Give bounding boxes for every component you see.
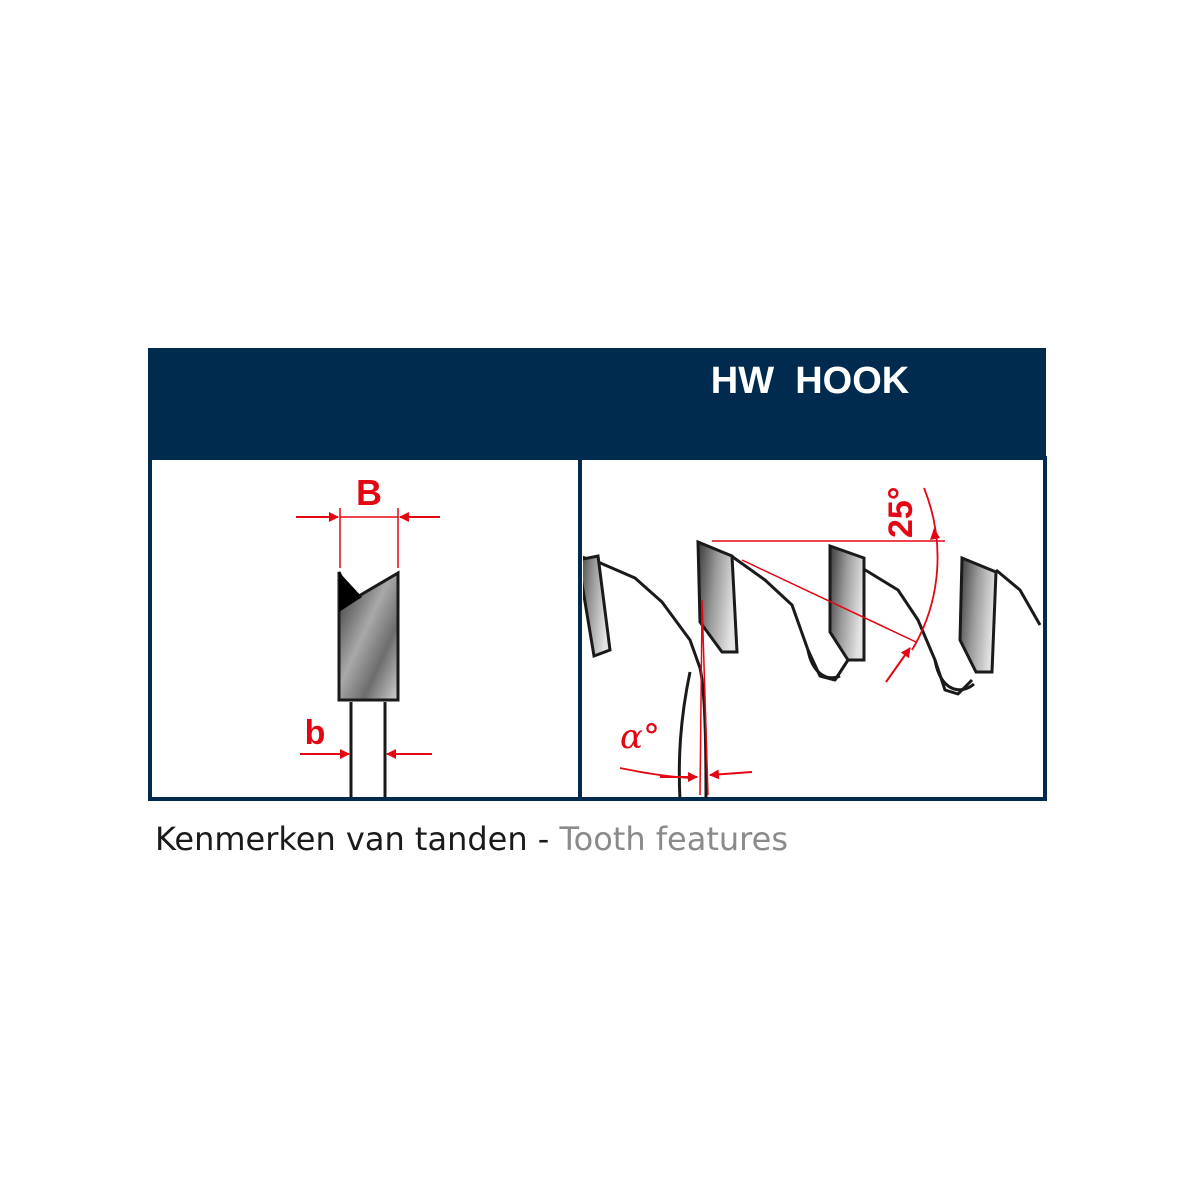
- caption-english: Tooth features: [559, 820, 788, 858]
- caption-separator: -: [527, 820, 560, 858]
- label-B: B: [356, 472, 382, 513]
- header-bar: [148, 348, 1046, 458]
- saw-blade-teeth-diagram-icon: [583, 487, 1042, 798]
- header-title: HW HOOK: [711, 360, 910, 402]
- label-alpha: α°: [620, 717, 660, 757]
- tooth-width-diagram-icon: B b: [296, 472, 440, 797]
- label-b: b: [305, 714, 326, 752]
- caption-dutch: Kenmerken van tanden: [155, 820, 528, 858]
- label-angle-25: 25°: [882, 487, 920, 538]
- caption: Kenmerken van tanden - Tooth features: [155, 820, 788, 858]
